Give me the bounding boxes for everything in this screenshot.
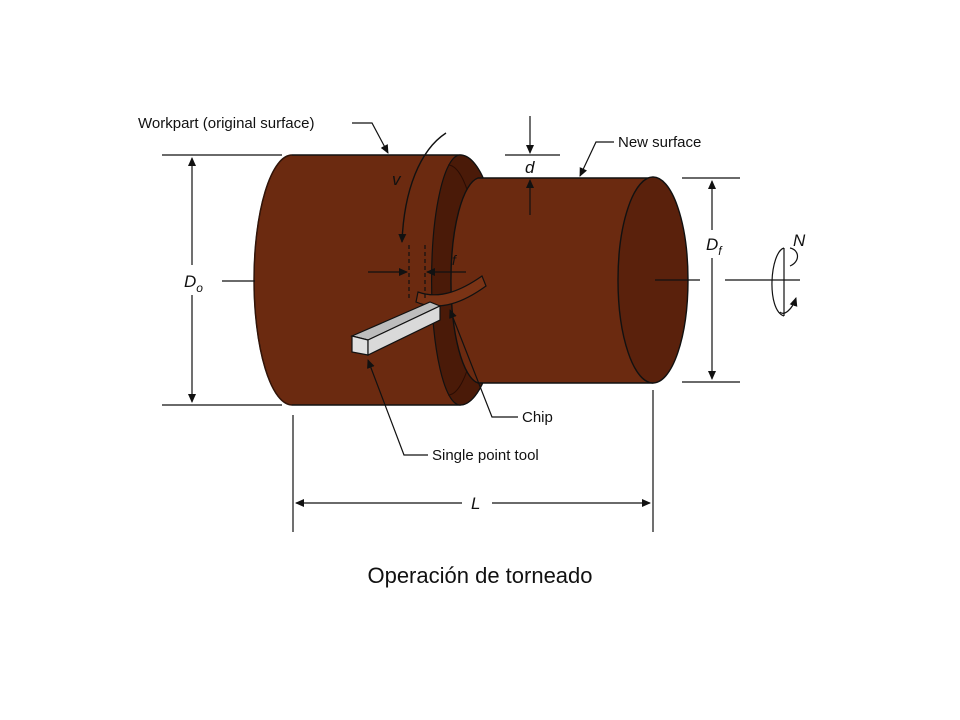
symbol-v: v <box>392 170 402 189</box>
label-tool: Single point tool <box>432 447 539 464</box>
leader-new-surface <box>579 141 614 177</box>
leader-workpart <box>352 122 389 154</box>
label-new-surface: New surface <box>618 134 701 151</box>
workpart-new-cylinder <box>450 176 689 384</box>
symbol-d: d <box>525 158 535 177</box>
rotation-indicator <box>771 247 799 317</box>
label-chip: Chip <box>522 409 553 426</box>
leader-chip <box>449 309 518 418</box>
cutting-speed-arrow <box>398 132 447 243</box>
single-point-tool <box>350 301 442 356</box>
symbol-do: Do <box>184 272 203 295</box>
label-workpart: Workpart (original surface) <box>138 115 314 132</box>
leader-tool <box>367 359 428 456</box>
symbol-n: N <box>793 231 806 250</box>
symbol-l: L <box>471 494 480 513</box>
symbol-f: f <box>452 252 458 268</box>
symbol-df: Df <box>706 235 723 258</box>
diagram-caption: Operación de torneado <box>367 563 593 588</box>
